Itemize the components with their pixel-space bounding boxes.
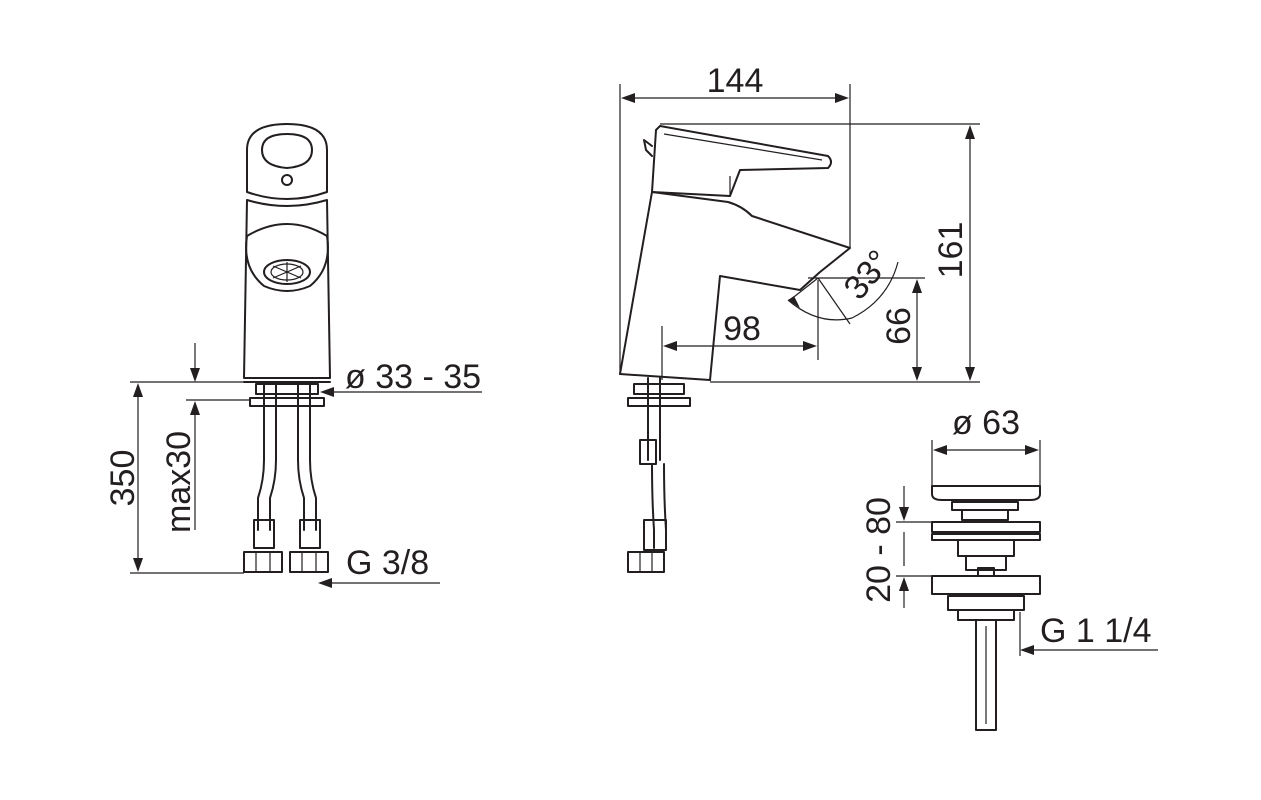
hose-thread-label: G 3/8 bbox=[346, 544, 429, 582]
dimension-waste-thread: G 1 1/4 bbox=[1019, 612, 1158, 656]
waste-thread-label: G 1 1/4 bbox=[1040, 612, 1152, 650]
max-deck-label: max30 bbox=[160, 431, 198, 533]
spout-height-label: 66 bbox=[880, 307, 918, 345]
dimension-hose-length: 350 bbox=[104, 381, 244, 574]
dimension-overall-height: 161 bbox=[660, 123, 980, 383]
spout-reach-label: 98 bbox=[723, 310, 761, 348]
base-diameter-label: ø 33 - 35 bbox=[345, 358, 481, 396]
dimension-max-deck: max30 bbox=[160, 343, 250, 533]
waste-range-label: 20 - 80 bbox=[860, 497, 898, 603]
dimension-overall-width: 144 bbox=[619, 62, 851, 374]
dimension-spout-height: 66 bbox=[808, 277, 925, 381]
hose-length-label: 350 bbox=[104, 450, 142, 507]
faucet-side-view bbox=[619, 125, 851, 573]
overall-height-label: 161 bbox=[932, 222, 970, 279]
dimension-hose-thread: G 3/8 bbox=[318, 544, 440, 588]
dimension-base-diameter: ø 33 - 35 bbox=[320, 358, 482, 397]
dimension-waste-diameter: ø 63 bbox=[931, 404, 1041, 486]
dimension-spout-reach: 98 bbox=[661, 280, 819, 380]
waste-valve bbox=[931, 485, 1041, 731]
overall-width-label: 144 bbox=[707, 62, 764, 100]
dimension-waste-range: 20 - 80 bbox=[860, 486, 932, 608]
waste-diameter-label: ø 63 bbox=[952, 404, 1020, 442]
faucet-front-view bbox=[243, 123, 331, 573]
